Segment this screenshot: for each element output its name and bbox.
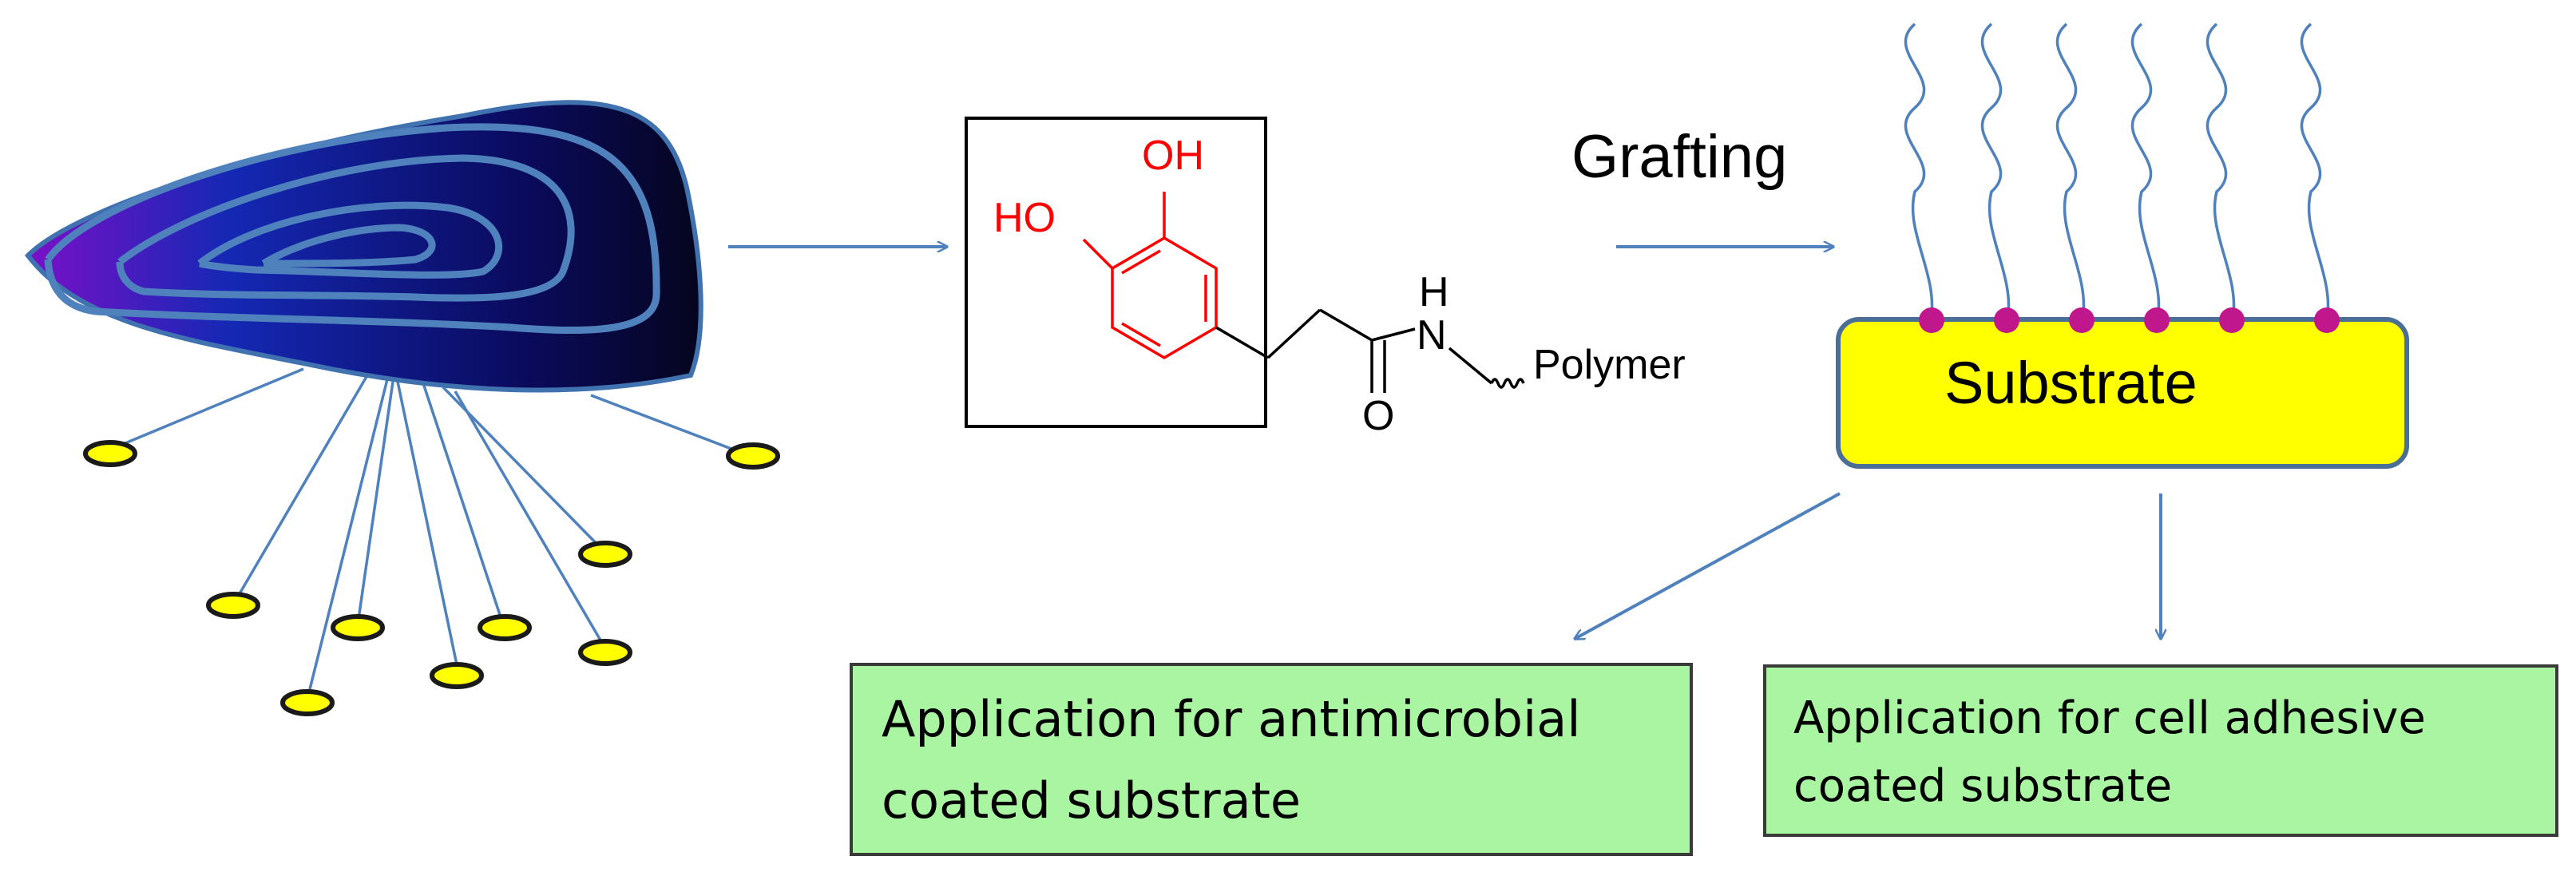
hydroxyl-top: OH [1142,133,1204,179]
side-chain [1215,308,1525,393]
polymer-brushes [1904,22,2330,320]
mussel-shell [25,100,703,393]
byssal-threads [111,367,753,700]
mussel [25,100,780,716]
antimicrobial-label-line1: Application for antimicrobial [882,690,1580,748]
amide-hydrogen: H [1419,269,1449,315]
polymer-label: Polymer [1533,342,1686,388]
hydroxyl-left: HO [993,195,1056,241]
nitrogen-atom: N [1417,312,1447,359]
grafting-label: Grafting [1571,123,1787,191]
cell-adhesive-label-line1: Application for cell adhesive [1793,692,2426,744]
antimicrobial-label-line2: coated substrate [882,771,1301,830]
substrate-label: Substrate [1944,350,2198,416]
catechol-highlight-box [965,117,1267,428]
shell-growth-rings [44,123,660,335]
adhesive-plaques [83,440,780,716]
dopamine-polymer-structure: OH HO N H O Polymer [965,117,1686,439]
arrow-to-antimicrobial [1575,492,1841,639]
carbonyl-oxygen: O [1362,393,1394,439]
substrate-block [1836,317,2409,469]
catechol-ring [1082,192,1218,360]
cell-adhesive-application-box: Application for cell adhesive coated sub… [1763,664,2558,837]
antimicrobial-application-box: Application for antimicrobial coated sub… [850,663,1693,856]
anchor-points [1919,307,2340,333]
cell-adhesive-label-line2: coated substrate [1793,760,2172,812]
